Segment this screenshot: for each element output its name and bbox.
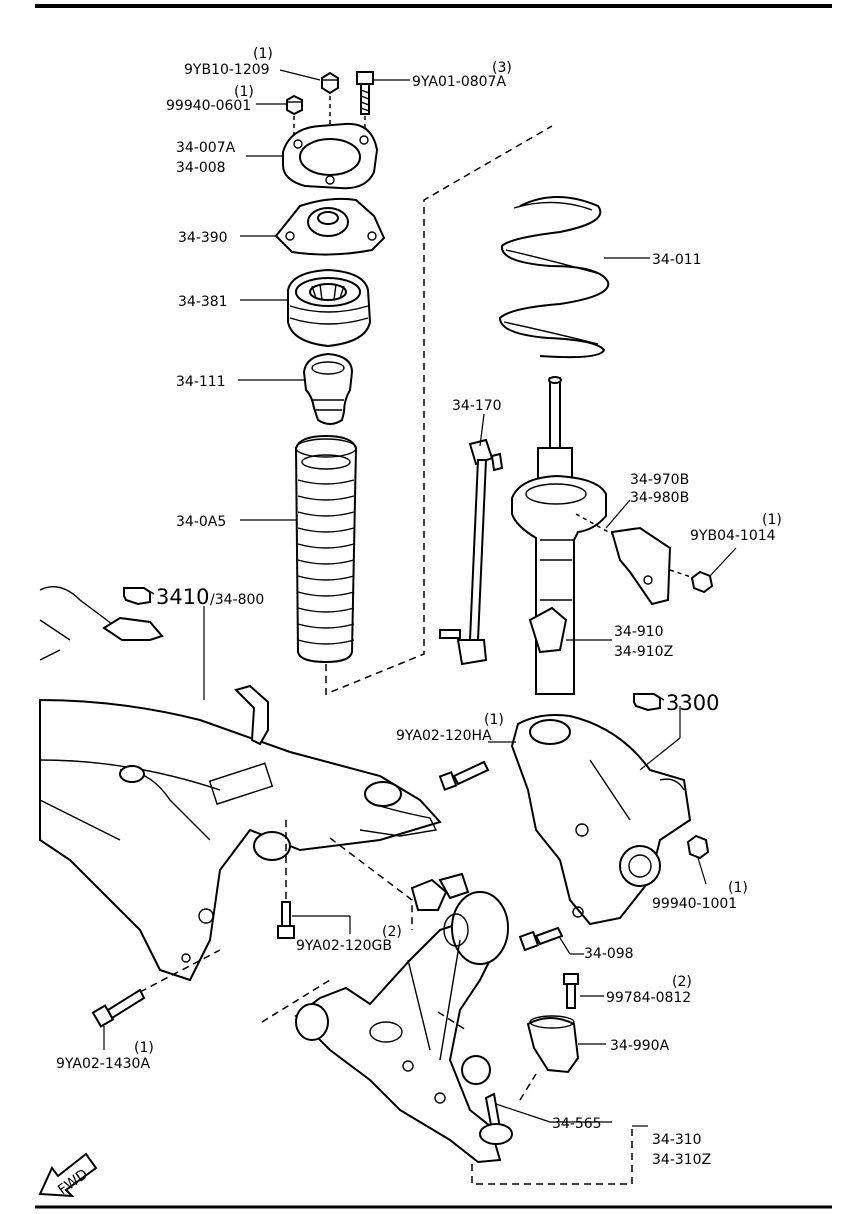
label-99784: 99784-0812 [606,990,691,1006]
label-34-910: 34-910 [614,624,664,640]
label-34-910z: 34-910Z [614,644,673,660]
bump-stop-34-111 [302,352,354,425]
label-34-310: 34-310 [652,1132,702,1148]
label-34-310z: 34-310Z [652,1152,711,1168]
label-9ya02-1430a-qty: (1) [134,1040,154,1056]
shock-absorber-34-910 [511,376,607,695]
label-9ya02-120ha: 9YA02-120HA [396,728,492,744]
crossmember-3410 [39,586,442,982]
label-34-170: 34-170 [452,398,502,414]
label-34-970b: 34-970B [630,472,689,488]
label-9ya01: 9YA01-0807A [412,74,506,90]
cover-34-990a [526,1015,580,1074]
label-9ya02-120ha-qty: (1) [484,712,504,728]
guide-1 [285,820,413,930]
label-9ya02-1430a: 9YA02-1430A [56,1056,150,1072]
mount-plate-34-007a [282,122,379,190]
leader-lines [103,69,737,1127]
hand-pointer-icon [633,693,665,712]
nut-guide [669,569,695,579]
label-99940-0601-qty: (1) [234,84,254,100]
label-3410: 3410 [156,585,209,609]
label-9yb10-qty: (1) [253,46,273,62]
knuckle-3300 [510,714,692,926]
upper-mount-34-390 [274,197,386,256]
label-34-007a: 34-007A [176,140,236,156]
guide-2 [139,949,331,1023]
coil-spring-34-011 [498,196,610,359]
label-99940-1001-qty: (1) [728,880,748,896]
assembly-guide-line [325,125,553,696]
bolt-9ya01 [356,71,374,115]
stabilizer-link-34-170 [439,438,504,666]
bearing-34-381 [287,268,372,348]
bolt-99784 [563,973,579,1009]
bracket-guide [575,513,613,535]
label-99940-1001: 99940-1001 [652,896,737,912]
label-34-990a: 34-990A [610,1038,670,1054]
nut-9yb10 [321,71,339,95]
hand-pointer-icon [123,587,155,606]
label-34-980b: 34-980B [630,490,689,506]
label-34-098: 34-098 [584,946,634,962]
dust-boot-34-0a5 [294,434,358,664]
label-34-0a5: 34-0A5 [176,514,226,530]
nut-99940-0601 [286,94,303,116]
label-99784-qty: (2) [672,974,692,990]
bracket-34-970b [610,526,672,606]
guide-3 [437,1011,633,1185]
nut-9yb04 [690,570,714,594]
label-34-008: 34-008 [176,160,226,176]
lower-arm-34-310 [294,872,509,1164]
label-34-111: 34-111 [176,374,226,390]
bolt-9ya02-120gb [277,901,295,939]
label-9yb04: 9YB04-1014 [690,528,776,544]
label-9ya02-120gb-qty: (2) [382,924,402,940]
fwd-arrow-icon [38,1152,98,1198]
label-34-011: 34-011 [652,252,702,268]
label-9ya01-qty: (3) [492,60,512,76]
bolt-34-098 [518,926,564,952]
label-34-565: 34-565 [552,1116,602,1132]
label-34-381: 34-381 [178,294,228,310]
bolt-9ya02-1430a [91,988,146,1028]
label-9yb04-qty: (1) [762,512,782,528]
ball-joint-34-565 [461,1055,513,1145]
label-34-390: 34-390 [178,230,228,246]
nut-99940-1001 [686,834,710,860]
label-99940-0601: 99940-0601 [166,98,251,114]
bolt-9ya02-120ha [438,760,490,791]
label-3300: 3300 [666,691,719,715]
label-9yb10: 9YB10-1209 [184,62,270,78]
label-9ya02-120gb: 9YA02-120GB [296,938,392,954]
label-34-800: /34-800 [210,592,264,608]
